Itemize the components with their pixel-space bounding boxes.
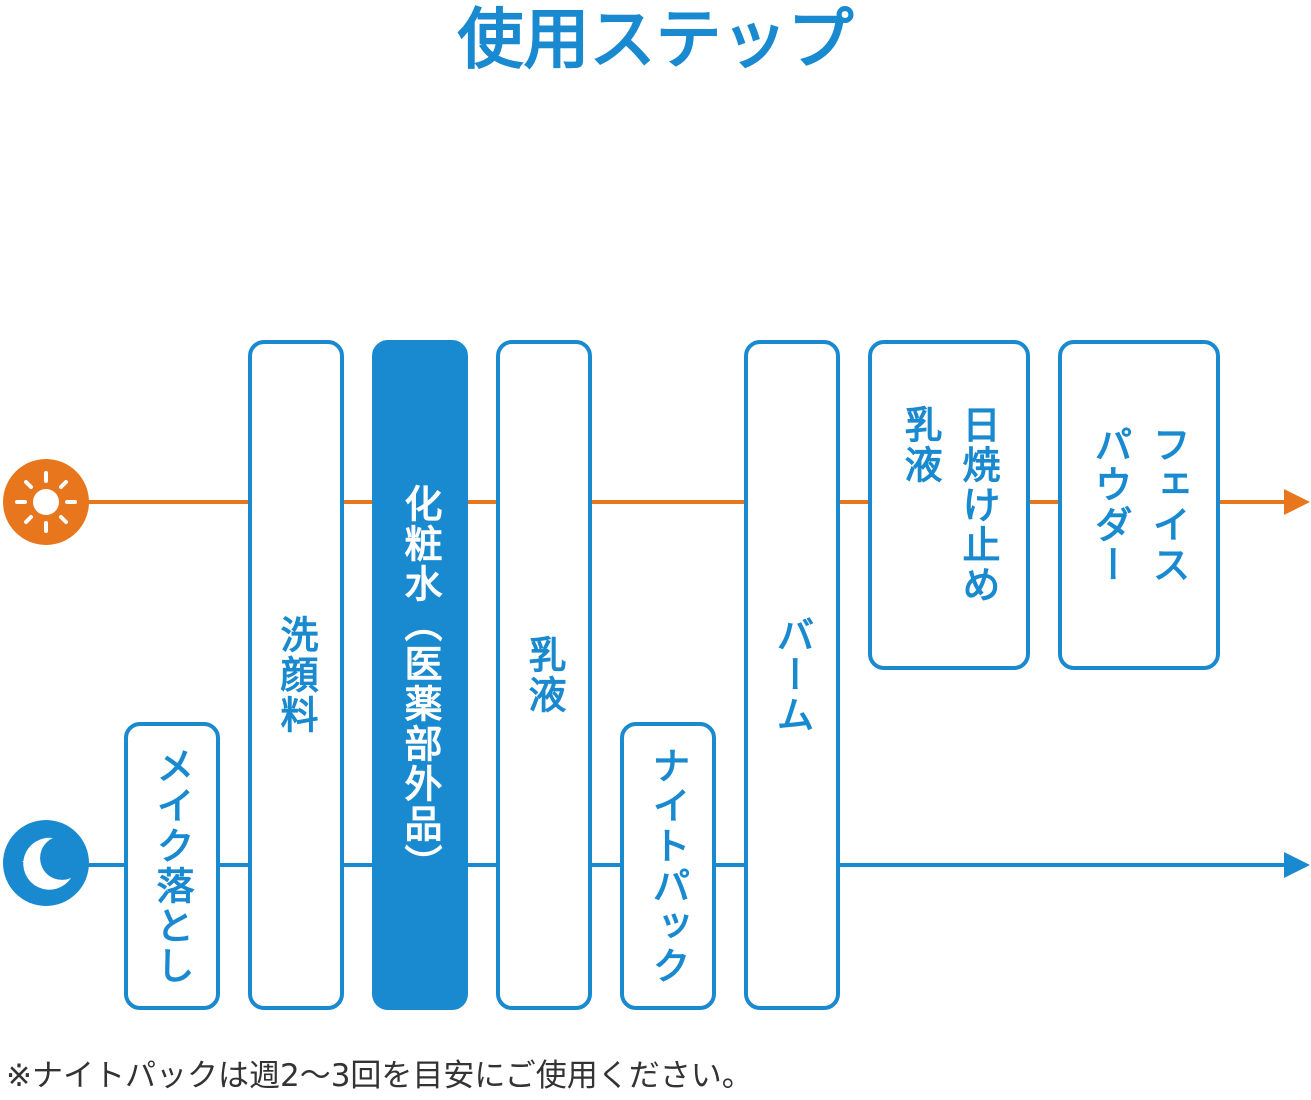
step-makeup-remover: メイク落とし bbox=[124, 722, 220, 1010]
day-routine-line bbox=[60, 500, 1290, 504]
step-label: 乳液 bbox=[522, 635, 566, 715]
moon-icon bbox=[3, 820, 89, 906]
step-sunscreen: 日焼け止め 乳液 bbox=[868, 340, 1030, 670]
step-label: バーム bbox=[770, 615, 814, 735]
step-label: ナイトパック bbox=[646, 746, 690, 986]
sun-icon bbox=[3, 459, 89, 545]
step-face-wash: 洗顔料 bbox=[248, 340, 344, 1010]
step-night-pack: ナイトパック bbox=[620, 722, 716, 1010]
step-balm: バーム bbox=[744, 340, 840, 1010]
step-face-powder: フェイス パウダー bbox=[1058, 340, 1220, 670]
step-label: フェイス パウダー bbox=[1088, 425, 1190, 585]
day-line-arrowhead bbox=[1284, 489, 1310, 515]
night-line-arrowhead bbox=[1284, 852, 1310, 878]
step-label: メイク落とし bbox=[150, 746, 194, 986]
page-title: 使用ステップ bbox=[457, 1, 854, 78]
step-label: 日焼け止め 乳液 bbox=[898, 405, 1000, 605]
footnote: ※ナイトパックは週2～3回を目安にご使用ください。 bbox=[6, 1058, 753, 1094]
step-label: 化粧水（医薬部外品） bbox=[398, 484, 442, 884]
step-milky-lotion: 乳液 bbox=[496, 340, 592, 1010]
step-lotion: 化粧水（医薬部外品） bbox=[372, 340, 468, 1010]
step-label: 洗顔料 bbox=[274, 615, 318, 735]
